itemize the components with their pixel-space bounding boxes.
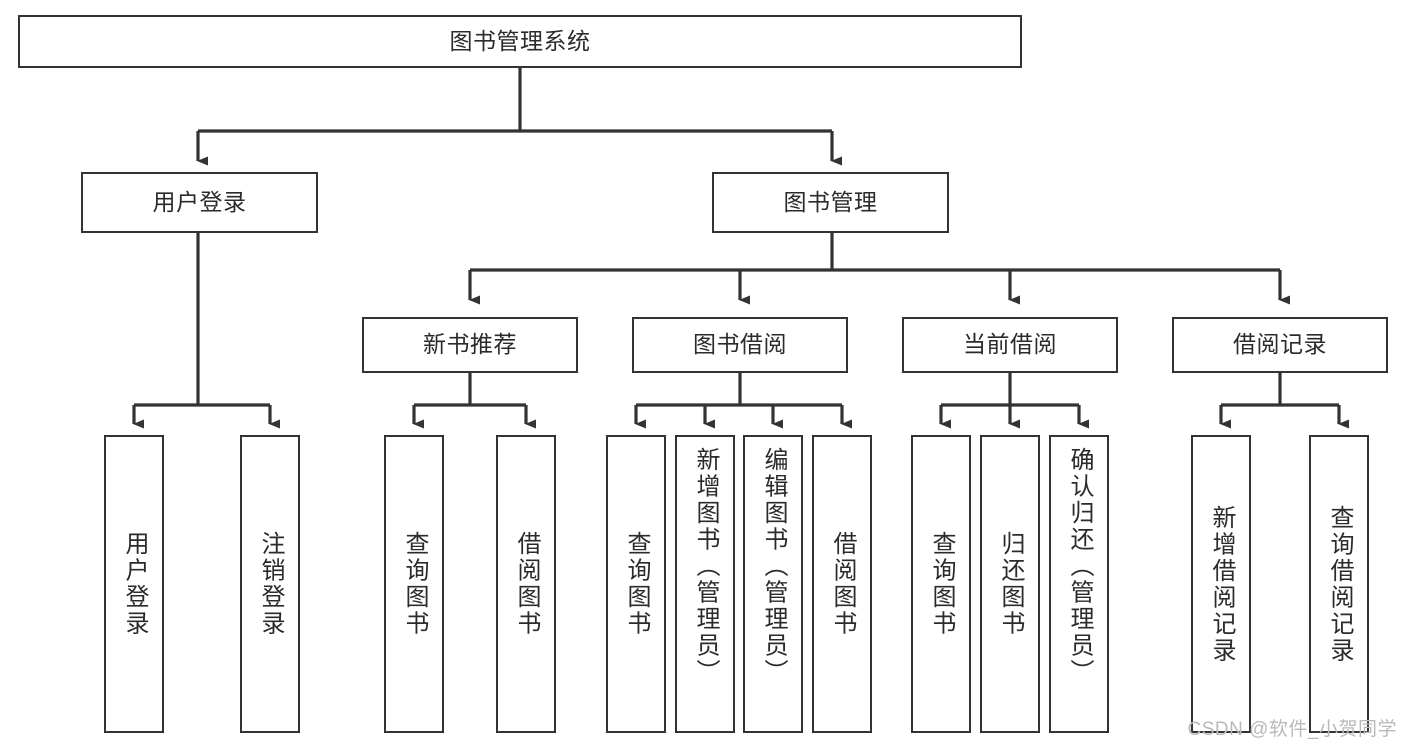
leaf-logout-label: 注销登录 — [257, 531, 284, 637]
node-book-management[interactable]: 图书管理 — [712, 172, 949, 233]
node-borrow-records-label: 借阅记录 — [1233, 331, 1327, 358]
leaf-br-query-record[interactable]: 查询借阅记录 — [1309, 435, 1369, 733]
leaf-bb-query-book-label: 查询图书 — [623, 531, 650, 637]
leaf-cb-query-book[interactable]: 查询图书 — [911, 435, 971, 733]
leaf-bb-edit-book[interactable]: 编辑图书（管理员） — [743, 435, 803, 733]
leaf-br-add-record-label: 新增借阅记录 — [1208, 504, 1235, 664]
node-root-label: 图书管理系统 — [449, 27, 591, 54]
leaf-bb-add-book[interactable]: 新增图书（管理员） — [675, 435, 735, 733]
leaf-logout[interactable]: 注销登录 — [240, 435, 300, 733]
node-current-borrow[interactable]: 当前借阅 — [902, 317, 1118, 373]
leaf-bb-edit-book-label: 编辑图书（管理员） — [760, 447, 787, 686]
leaf-bb-borrow-book-label: 借阅图书 — [829, 531, 856, 637]
leaf-nb-borrow-book[interactable]: 借阅图书 — [496, 435, 556, 733]
node-book-borrow[interactable]: 图书借阅 — [632, 317, 848, 373]
node-current-borrow-label: 当前借阅 — [963, 331, 1057, 358]
leaf-bb-borrow-book[interactable]: 借阅图书 — [812, 435, 872, 733]
node-book-borrow-label: 图书借阅 — [693, 331, 787, 358]
leaf-cb-return-book[interactable]: 归还图书 — [980, 435, 1040, 733]
node-new-book-recommend[interactable]: 新书推荐 — [362, 317, 578, 373]
node-borrow-records[interactable]: 借阅记录 — [1172, 317, 1388, 373]
leaf-nb-query-book-label: 查询图书 — [401, 531, 428, 637]
leaf-cb-query-book-label: 查询图书 — [928, 531, 955, 637]
leaf-nb-borrow-book-label: 借阅图书 — [513, 531, 540, 637]
node-user-login-label: 用户登录 — [152, 188, 247, 215]
leaf-bb-add-book-label: 新增图书（管理员） — [692, 447, 719, 686]
leaf-cb-confirm-return-label: 确认归还（管理员） — [1066, 447, 1093, 686]
leaf-user-login[interactable]: 用户登录 — [104, 435, 164, 733]
csdn-watermark: CSDN @软件_小贺同学 — [1187, 719, 1397, 740]
leaf-cb-confirm-return[interactable]: 确认归还（管理员） — [1049, 435, 1109, 733]
leaf-bb-query-book[interactable]: 查询图书 — [606, 435, 666, 733]
node-root[interactable]: 图书管理系统 — [18, 15, 1022, 68]
leaf-br-add-record[interactable]: 新增借阅记录 — [1191, 435, 1251, 733]
node-new-book-recommend-label: 新书推荐 — [423, 331, 517, 358]
leaf-user-login-label: 用户登录 — [121, 531, 148, 637]
leaf-nb-query-book[interactable]: 查询图书 — [384, 435, 444, 733]
leaf-cb-return-book-label: 归还图书 — [997, 531, 1024, 637]
node-book-management-label: 图书管理 — [783, 188, 878, 215]
leaf-br-query-record-label: 查询借阅记录 — [1326, 504, 1353, 664]
node-user-login[interactable]: 用户登录 — [81, 172, 318, 233]
